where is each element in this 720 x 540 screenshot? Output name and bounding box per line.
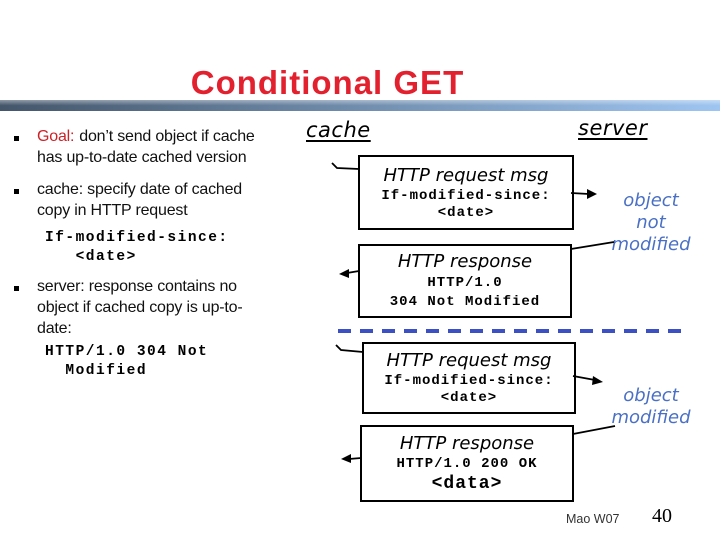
http-request-box-2: HTTP request msg If-modified-since: <dat… (362, 342, 576, 414)
bullet-marker (14, 136, 19, 141)
request1-code-line1: If-modified-since: (381, 187, 551, 204)
line-cache-to-request2 (335, 344, 364, 353)
arrow-request1-to-server (570, 192, 590, 195)
footer-page-number: 40 (652, 505, 672, 527)
response1-code-line1: HTTP/1.0 (427, 275, 503, 291)
arrowhead-left-1 (339, 269, 349, 278)
request2-code-line1: If-modified-since: (384, 373, 554, 389)
bullet-marker (14, 286, 19, 291)
response2-code-line1: HTTP/1.0 200 OK (396, 456, 538, 472)
response1-code-line2: 304 Not Modified (389, 294, 541, 310)
bullet-item-cache: cache: specify date of cached copy in HT… (37, 181, 242, 219)
request1-code-line2: <date> (437, 204, 495, 221)
code-if-modified-since: If-modified-since: <date> (45, 230, 229, 265)
bullet-item-server: server: response contains no object if c… (37, 278, 243, 337)
server-label: server (578, 116, 648, 140)
line-cache-to-request1 (331, 162, 360, 170)
line-note2-to-response2 (572, 425, 616, 435)
http-response-box-2: HTTP response HTTP/1.0 200 OK <data> (360, 425, 574, 502)
bullet-marker (14, 189, 19, 194)
title-divider-bar (0, 100, 720, 111)
arrowhead-right-1 (587, 189, 597, 199)
code-304-not-modified: HTTP/1.0 304 Not Modified (45, 344, 209, 379)
goal-label: Goal: (37, 128, 75, 145)
cache-label: cache (306, 118, 371, 142)
arrowhead-right-2 (592, 376, 603, 385)
response2-code-line2: <data> (431, 474, 503, 494)
goal-text: don’t send object if cache has up-to-dat… (37, 128, 255, 166)
slide-title: Conditional GET (190, 64, 465, 101)
response1-title: HTTP response (397, 251, 533, 272)
note-object-not-modified: object not modified (611, 190, 691, 255)
line-note1-to-response1 (570, 241, 615, 250)
request1-title: HTTP request msg (383, 164, 549, 186)
arrowhead-left-2 (341, 454, 351, 463)
request2-code-line2: <date> (440, 390, 498, 406)
note-object-modified: object modified (611, 385, 691, 428)
http-response-box-1: HTTP response HTTP/1.0 304 Not Modified (358, 244, 572, 318)
response2-title: HTTP response (399, 433, 535, 454)
bullet-item-goal: Goal:don’t send object if cache has up-t… (37, 126, 347, 168)
request2-title: HTTP request msg (386, 350, 552, 371)
http-request-box-1: HTTP request msg If-modified-since: <dat… (358, 155, 574, 230)
arrow-request2-to-server (572, 375, 596, 381)
footer-credit: Mao W07 (566, 512, 620, 526)
